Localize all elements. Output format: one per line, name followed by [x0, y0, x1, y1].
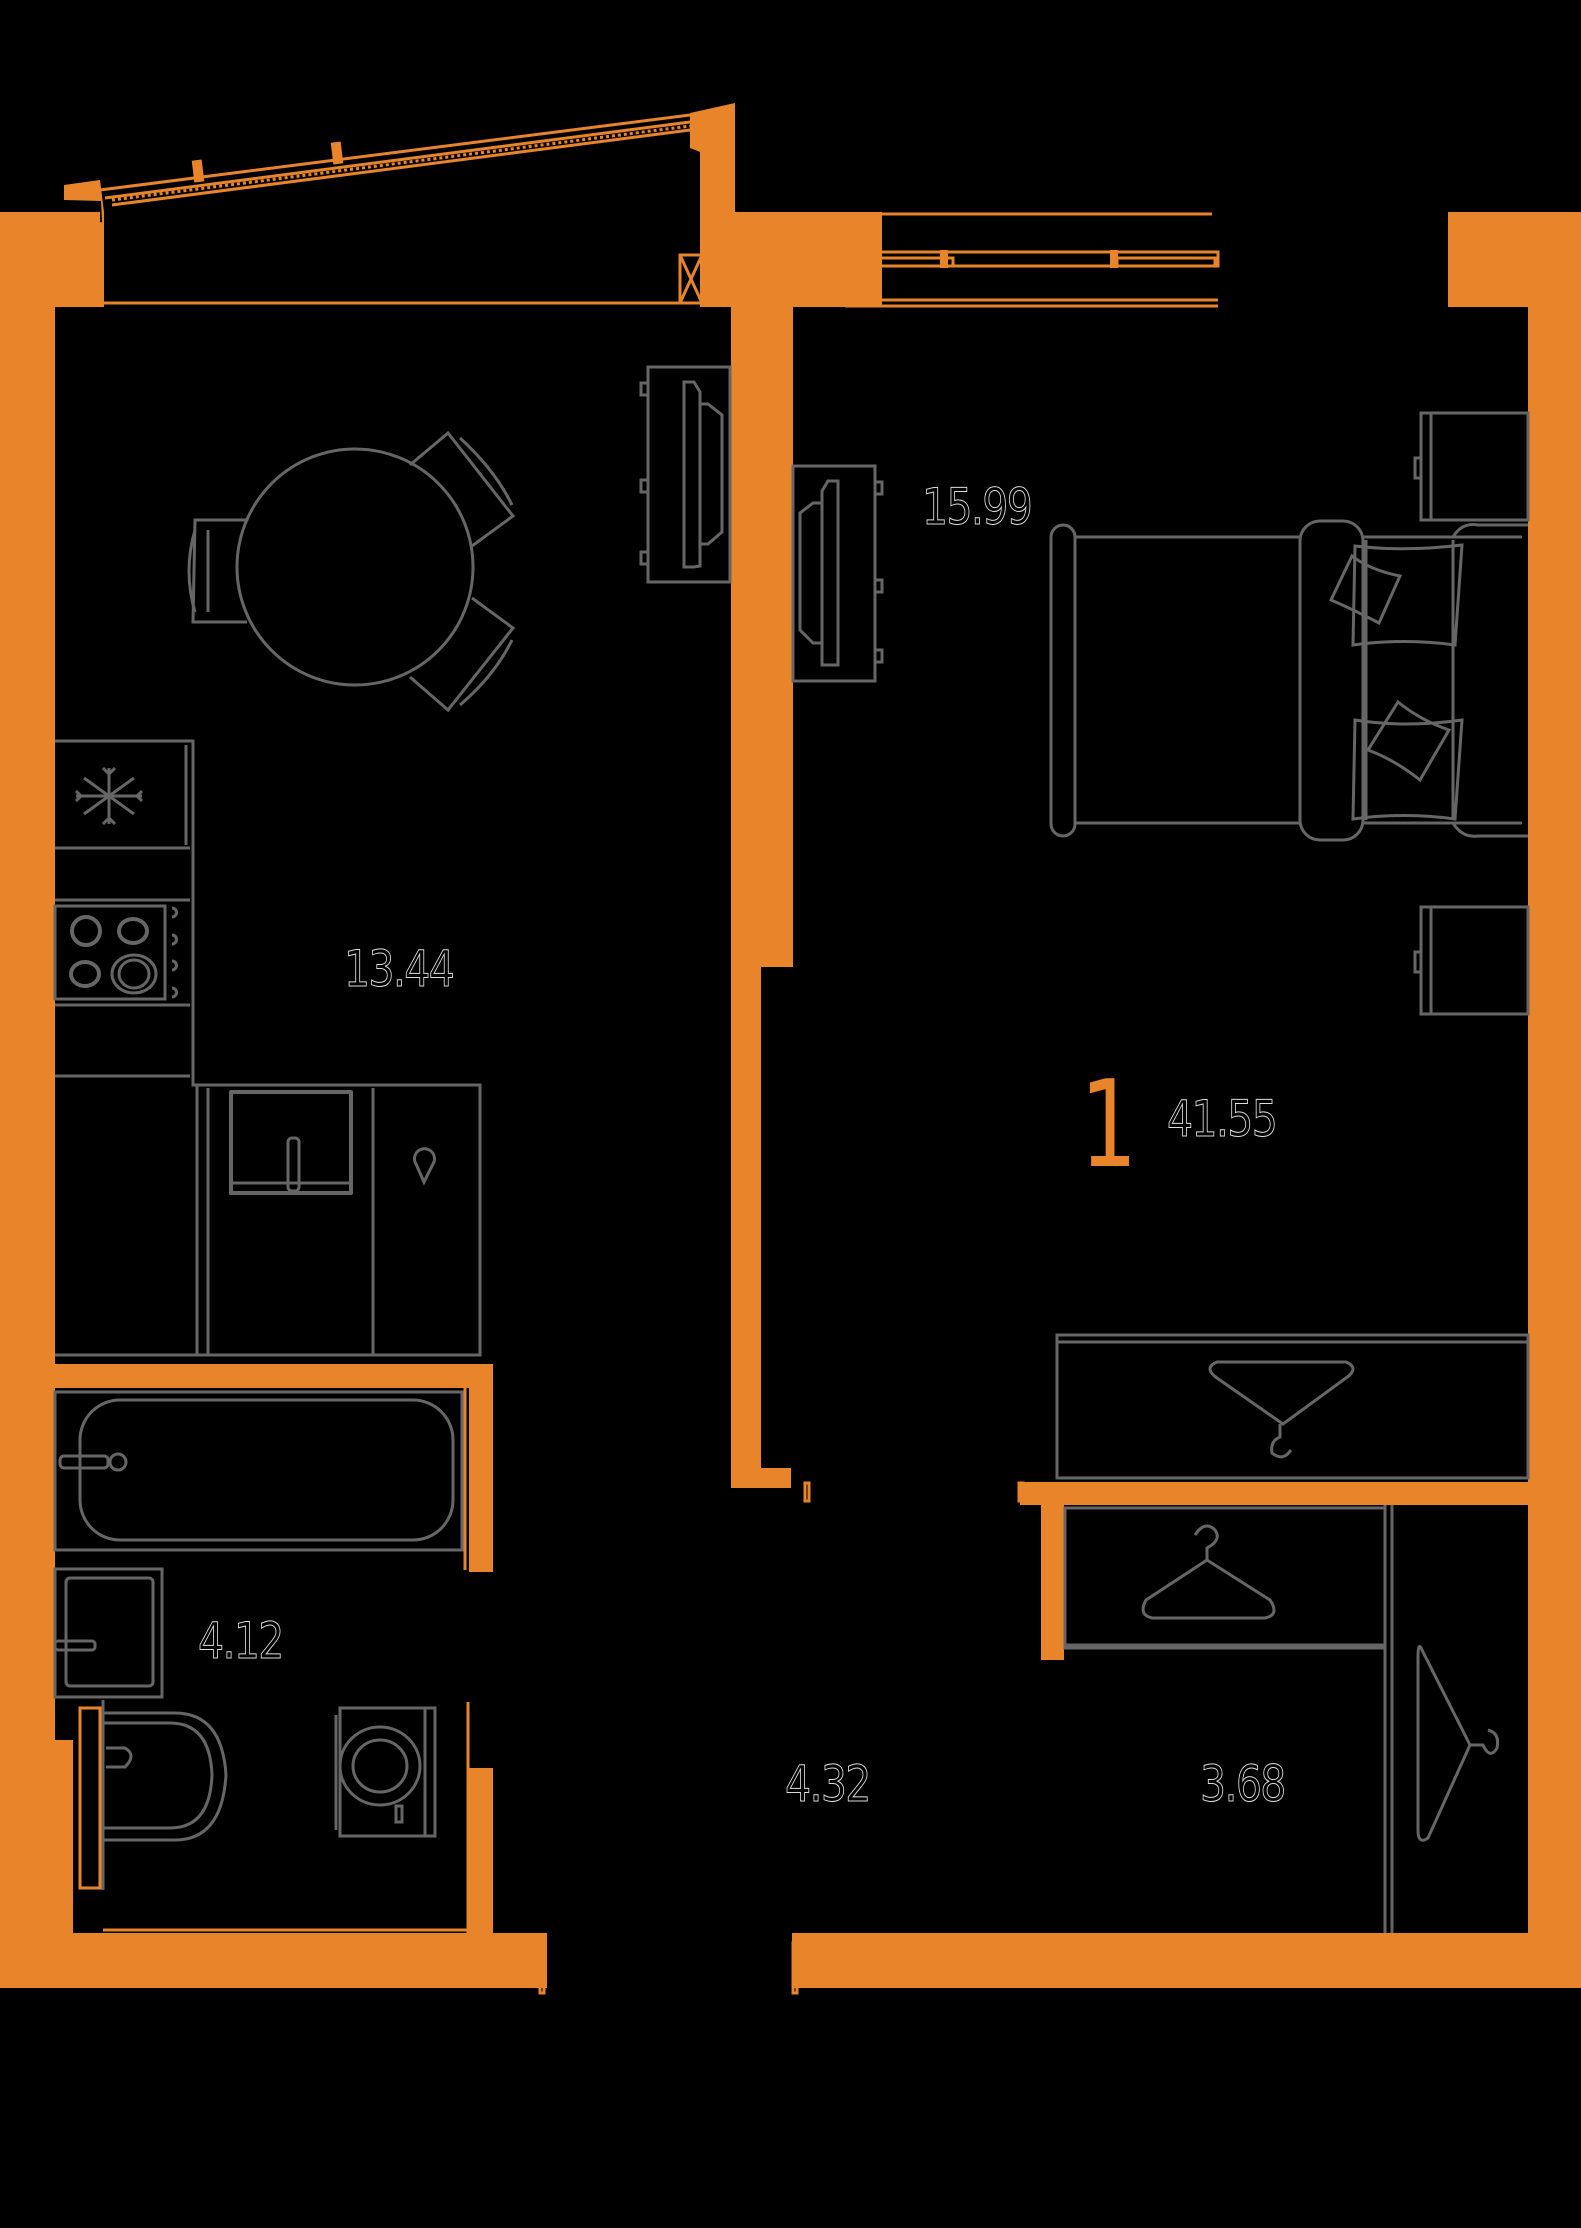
- room-area-hallway: 4.32: [785, 1755, 872, 1814]
- room-area-bedroom: 15.99: [922, 478, 1034, 537]
- wardrobe-hanger-icon: [1055, 1333, 1530, 1480]
- tv-stand-icon: [791, 464, 884, 683]
- ventilation-shaft-icon: [66, 253, 92, 305]
- nightstand-icon: [1413, 411, 1530, 522]
- total-area: 41.55: [1167, 1090, 1279, 1149]
- faucet-drop-icon: [413, 1147, 436, 1186]
- fridge-snowflake-icon: [74, 766, 144, 826]
- double-bed-icon: [1049, 519, 1528, 842]
- tv-stand-icon: [639, 365, 732, 584]
- wardrobe-hanger-icon: [1063, 1505, 1500, 1933]
- walls: [0, 103, 1581, 1988]
- washing-machine-icon: [334, 1706, 437, 1838]
- chair-icon: [409, 596, 516, 713]
- toilet-icon: [78, 1700, 228, 1890]
- ventilation-shaft-icon: [678, 253, 704, 305]
- room-area-wardrobe: 3.68: [1200, 1755, 1287, 1814]
- door-jambs: [538, 1481, 1025, 1995]
- washbasin-icon: [53, 1567, 164, 1699]
- sink-icon: [229, 1090, 353, 1195]
- pillow-icon: [1328, 543, 1464, 821]
- stove-icon: [53, 904, 178, 1001]
- window-icon: [845, 212, 1220, 308]
- kitchen-counter: [55, 739, 482, 1357]
- nightstand-icon: [1413, 905, 1530, 1016]
- balcony-window-icon: [93, 113, 700, 305]
- chair-icon: [409, 430, 516, 548]
- bathtub-icon: [53, 1388, 467, 1570]
- dining-table-icon: [235, 447, 475, 687]
- room-area-kitchen: 13.44: [344, 940, 456, 999]
- bath-door-frame: [103, 1702, 470, 1935]
- room-area-bathroom: 4.12: [198, 1612, 285, 1671]
- chair-icon: [187, 518, 247, 624]
- room-count: 1: [1080, 1056, 1138, 1195]
